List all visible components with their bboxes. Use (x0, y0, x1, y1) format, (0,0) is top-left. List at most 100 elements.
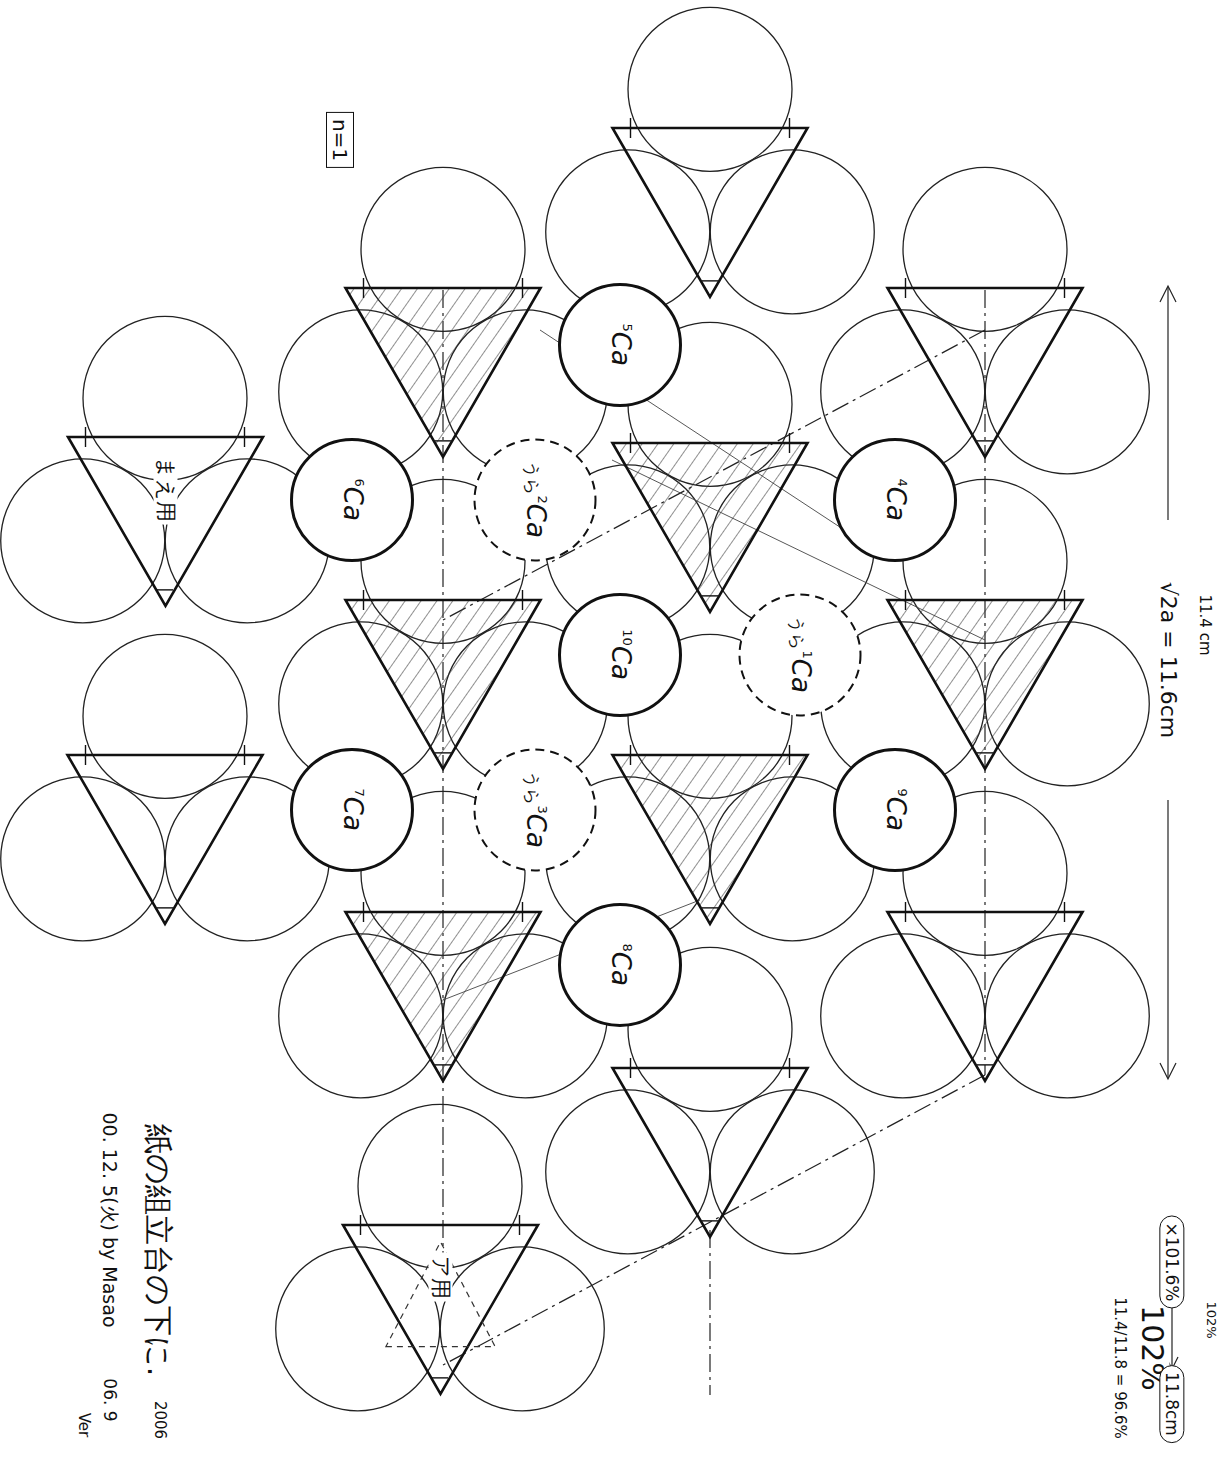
element-symbol: Ca (881, 487, 908, 521)
scaled-length: 11.8cm (1160, 1365, 1185, 1443)
triangle (346, 288, 541, 457)
version-label: Ver (75, 1410, 94, 1441)
dimension-label: √2a = 11.6cm (1155, 579, 1181, 741)
tick-mark (702, 280, 718, 281)
scale-note: 102% (1203, 1298, 1219, 1341)
element-symbol: Ca (606, 952, 633, 986)
dimension-arrow (1160, 1063, 1176, 1079)
triangle (613, 755, 808, 924)
atom-number: 4 (895, 479, 909, 487)
label-group: うら1Ca (785, 614, 814, 696)
triangle (613, 1068, 808, 1237)
triangle (888, 288, 1083, 457)
back-ca-circle: うら2Ca (473, 438, 597, 562)
triangle (346, 912, 541, 1081)
tick-mark (522, 590, 523, 610)
dashed-circle (475, 440, 596, 561)
triangle (613, 128, 808, 297)
dimension-arrow (1167, 287, 1168, 520)
case-number: n=1 (326, 112, 354, 168)
tick-mark (85, 745, 86, 765)
tick-mark (789, 1058, 790, 1078)
label-group: 4Ca (880, 476, 909, 524)
plate-label: まえ用 (154, 457, 176, 522)
triangle (888, 600, 1083, 769)
ca-circle: 7Ca (290, 748, 414, 872)
dashed-circle (475, 750, 596, 871)
element-symbol: Ca (338, 487, 365, 521)
tick-mark (363, 902, 364, 922)
tick-mark (702, 595, 718, 596)
triangle (343, 1225, 538, 1394)
tick-mark (702, 1220, 718, 1221)
bold-circle (835, 750, 956, 871)
tick-mark (977, 752, 993, 753)
atom-number: 6 (352, 479, 366, 487)
ca-circle: 4Ca (833, 438, 957, 562)
element-symbol: Ca (338, 797, 365, 831)
ca-circle: 9Ca (833, 748, 957, 872)
dashed-triangle (385, 1242, 494, 1347)
tick-mark (977, 440, 993, 441)
tick-mark (522, 278, 523, 298)
atom-number: 1 (800, 651, 814, 659)
tick-mark (702, 907, 718, 908)
tick-mark (435, 752, 451, 753)
dimension-arrow (1160, 286, 1176, 302)
ca-circle: 10Ca (558, 593, 682, 717)
atom-circle (276, 1247, 440, 1411)
tick-mark (630, 1058, 631, 1078)
tick-mark (630, 745, 631, 765)
dash-dot-line (443, 1075, 985, 1365)
plate-label: ア用 (429, 1256, 451, 1299)
tick-mark (789, 433, 790, 453)
bold-circle (292, 440, 413, 561)
atom-circle (358, 1104, 522, 1268)
atom-number: 7 (352, 789, 366, 797)
triangle (68, 437, 263, 606)
atom-circle (710, 1090, 874, 1254)
element-symbol: Ca (786, 659, 813, 693)
element-symbol: Ca (606, 646, 633, 680)
dashed-circle (740, 595, 861, 716)
bold-circle (292, 750, 413, 871)
label-group: ア用 (428, 1253, 452, 1302)
tick-mark (244, 745, 245, 765)
tick-mark (522, 902, 523, 922)
triangle (346, 600, 541, 769)
back-marker: うら (521, 772, 539, 806)
tick-mark (789, 745, 790, 765)
element-symbol: Ca (881, 797, 908, 831)
tick-mark (1064, 278, 1065, 298)
atom-circle (1, 777, 165, 941)
label-group: 7Ca (337, 786, 366, 834)
atom-number: 10 (620, 630, 634, 647)
triangle-plate: まえ用 (68, 437, 263, 542)
label-group: 5Ca (605, 321, 634, 369)
scale-factor: ×101.6% (1160, 1215, 1185, 1308)
element-symbol: Ca (521, 814, 548, 848)
label-group: うら2Ca (520, 459, 549, 541)
atom-number: 8 (620, 944, 634, 952)
tick-mark (905, 590, 906, 610)
triangle-plate: ア用 (343, 1225, 538, 1330)
bold-circle (560, 285, 681, 406)
bold-circle (835, 440, 956, 561)
tick-mark (630, 118, 631, 138)
element-symbol: Ca (521, 504, 548, 538)
atom-circle (83, 634, 247, 798)
label-group: まえ用 (153, 454, 177, 525)
atom-number: 3 (535, 806, 549, 814)
atom-circle (546, 1090, 710, 1254)
tick-mark (157, 907, 173, 908)
atom-circle (985, 310, 1149, 474)
back-ca-circle: うら3Ca (473, 748, 597, 872)
atom-number: 5 (620, 324, 634, 332)
tick-mark (435, 1064, 451, 1065)
atom-circle (440, 1247, 604, 1411)
atom-circle (710, 150, 874, 314)
ca-circle: 5Ca (558, 283, 682, 407)
tick-mark (789, 118, 790, 138)
date-author: 00. 12. 5(火) by Masao (99, 1109, 122, 1330)
